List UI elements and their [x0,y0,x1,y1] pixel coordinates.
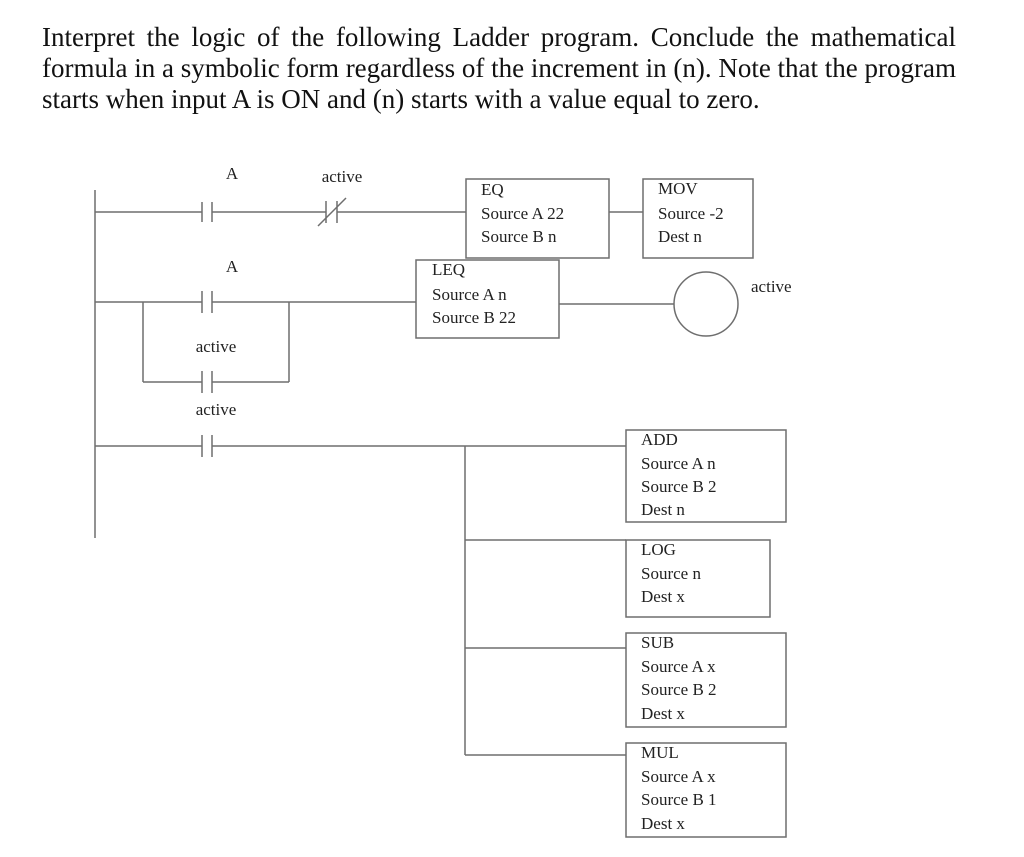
sub-source-b: Source B 2 [641,680,717,699]
mov-dest: Dest n [658,227,702,246]
leq-title: LEQ [432,260,465,279]
rung-3: active ADD Source A n Source B 2 Dest n … [95,400,787,838]
eq-block: EQ Source A 22 Source B n [465,178,610,259]
mul-source-b: Source B 1 [641,790,717,809]
leq-block: LEQ Source A n Source B 22 [415,259,560,339]
mul-dest: Dest x [641,814,685,833]
leq-source-a: Source A n [432,285,507,304]
add-title: ADD [641,430,678,449]
rung2-contact-a-no [201,291,213,313]
eq-source-a: Source A 22 [481,204,564,223]
rung3-contact-label: active [196,400,237,419]
mov-block: MOV Source -2 Dest n [642,178,754,259]
add-dest: Dest n [641,500,685,519]
rung-1: A active EQ Source A 22 Source B n MOV S… [95,164,754,259]
mov-title: MOV [658,179,698,198]
contact-a-label: A [226,164,239,183]
rung2-contact-a-label: A [226,257,239,276]
add-block: ADD Source A n Source B 2 Dest n [625,429,787,523]
eq-source-b: Source B n [481,227,557,246]
mov-source: Source -2 [658,204,724,223]
rung3-contact-active-no [201,435,213,457]
eq-title: EQ [481,180,504,199]
contact-a-no [201,202,213,222]
log-block: LOG Source n Dest x [625,539,771,618]
rung-2: A active LEQ Source A n Source B 22 acti… [95,257,792,393]
sub-source-a: Source A x [641,657,716,676]
log-source: Source n [641,564,701,583]
contact-active-nc-label: active [322,167,363,186]
sub-block: SUB Source A x Source B 2 Dest x [625,632,787,728]
mul-block: MUL Source A x Source B 1 Dest x [625,742,787,838]
question-text: Interpret the logic of the following Lad… [42,22,956,114]
sub-dest: Dest x [641,704,685,723]
add-source-b: Source B 2 [641,477,717,496]
sub-title: SUB [641,633,674,652]
add-source-a: Source A n [641,454,716,473]
mul-source-a: Source A x [641,767,716,786]
seal-contact-label: active [196,337,237,356]
log-dest: Dest x [641,587,685,606]
mul-title: MUL [641,743,679,762]
log-title: LOG [641,540,676,559]
coil-active-label: active [751,277,792,296]
leq-source-b: Source B 22 [432,308,516,327]
seal-contact-active-no [201,371,213,393]
coil-active [673,271,739,337]
